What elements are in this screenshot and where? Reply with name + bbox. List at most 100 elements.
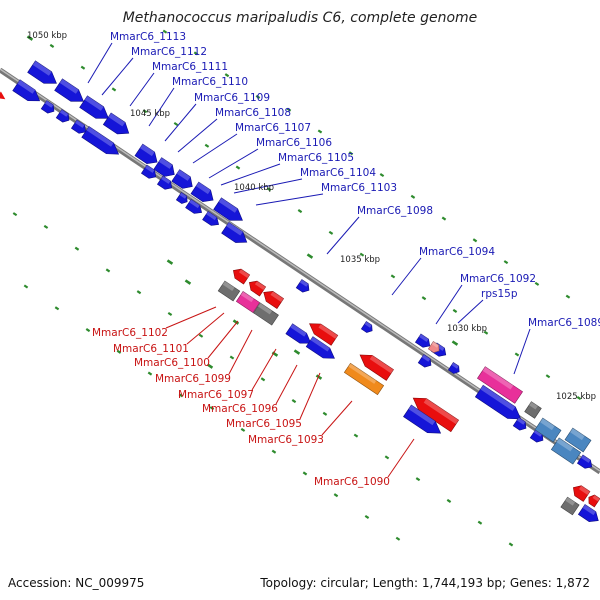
gene-arrow [81, 126, 120, 155]
scale-tick-label: 1045 kbp [130, 109, 170, 119]
gc-dot [209, 406, 215, 411]
gene-arrow [175, 192, 188, 204]
label-leader-line [387, 438, 415, 478]
gene-label-forward: rps15p [481, 288, 518, 300]
gene-label-forward: MmarC6_1108 [215, 107, 291, 119]
gene-arrow [476, 366, 524, 404]
gene-label-forward: MmarC6_1092 [460, 273, 536, 285]
gene-label-reverse: MmarC6_1101 [113, 343, 189, 355]
label-leader-line [435, 284, 463, 325]
gene-label-reverse: MmarC6_1102 [92, 327, 168, 339]
gene-arrow [232, 268, 251, 285]
label-leader-line [186, 312, 225, 345]
gene-arrow [564, 427, 592, 453]
gc-dot [240, 427, 246, 432]
gene-label-forward: MmarC6_1094 [419, 246, 495, 258]
label-leader-line [164, 103, 197, 142]
label-leader-line [321, 400, 353, 436]
gc-dot [147, 371, 153, 376]
gc-dot [503, 260, 509, 265]
gene-label-forward: MmarC6_1110 [172, 76, 248, 88]
gc-dot [390, 274, 396, 279]
gene-label-forward: MmarC6_1089 [528, 317, 600, 329]
gc-dot [85, 328, 91, 333]
gc-dot [166, 259, 174, 265]
gc-dot [235, 165, 241, 170]
gc-dot [12, 212, 18, 217]
gene-arrow [295, 279, 310, 293]
gc-dot [105, 268, 111, 273]
label-leader-line [220, 163, 281, 186]
label-leader-line [326, 216, 360, 255]
gene-label-forward: MmarC6_1106 [256, 137, 332, 149]
gc-dot [193, 51, 199, 56]
gene-label-forward: MmarC6_1098 [357, 205, 433, 217]
gene-arrow [573, 485, 591, 502]
label-leader-line [251, 348, 277, 391]
scale-tick-label: 1030 kbp [447, 324, 487, 334]
gene-label-forward: MmarC6_1107 [235, 122, 311, 134]
gc-dot [415, 477, 421, 482]
gene-arrow [343, 362, 385, 396]
gc-dot [291, 399, 297, 404]
label-leader-line [129, 72, 155, 107]
gc-dot [534, 281, 540, 286]
label-leader-line [148, 87, 175, 127]
gene-arrow [70, 119, 87, 134]
gc-dot [395, 536, 401, 541]
gc-dot [184, 279, 192, 285]
gc-dot [477, 520, 483, 525]
gc-dot [255, 94, 261, 99]
gene-arrow [79, 95, 109, 119]
gc-dot [384, 455, 390, 460]
gc-dot [162, 29, 168, 34]
gene-arrow [185, 198, 203, 214]
gene-label-reverse: MmarC6_1100 [134, 357, 210, 369]
gc-dot [328, 230, 334, 235]
gene-label-forward: MmarC6_1111 [152, 61, 228, 73]
gene-arrow [577, 504, 599, 522]
gc-dot [206, 363, 214, 369]
gc-dot [116, 349, 122, 354]
gc-dot [204, 143, 210, 148]
gene-arrow [412, 397, 460, 433]
gc-dot [173, 121, 179, 127]
gc-dot [472, 238, 478, 243]
gc-dot [359, 252, 365, 257]
label-leader-line [165, 306, 217, 329]
genome-summary-text: Topology: circular; Length: 1,744,193 bp… [260, 576, 590, 590]
label-leader-line [457, 299, 484, 324]
gene-arrow [213, 197, 243, 221]
scale-tick-label: 1040 kbp [234, 183, 274, 193]
gene-arrow [134, 143, 158, 164]
gene-arrow [248, 280, 267, 297]
gene-arrow [524, 401, 542, 419]
gc-dot [224, 73, 230, 78]
gc-dot [54, 306, 60, 311]
gene-arrow [153, 157, 175, 177]
gene-arrow [0, 91, 6, 100]
gc-dot [306, 253, 314, 259]
gene-arrow [253, 302, 279, 326]
gene-arrow [54, 78, 84, 102]
gene-arrow [560, 496, 580, 516]
gene-arrow [263, 291, 285, 309]
gene-label-forward: MmarC6_1109 [194, 92, 270, 104]
gene-arrow [235, 291, 261, 313]
gene-arrow [359, 354, 394, 381]
gene-arrow [534, 417, 562, 443]
gene-arrow [55, 109, 70, 123]
gene-label-forward: MmarC6_1105 [278, 152, 354, 164]
gene-arrow [576, 454, 593, 469]
gc-dot [232, 319, 240, 325]
gene-arrow [512, 417, 527, 431]
label-leader-line [513, 328, 531, 375]
gc-dot [23, 284, 29, 289]
gene-arrow [427, 341, 440, 353]
label-leader-line [299, 372, 321, 420]
gc-dot [441, 216, 447, 221]
label-leader-line [275, 364, 298, 405]
scale-tick-label: 1025 kbp [556, 392, 596, 402]
gene-arrow [27, 60, 57, 84]
gene-arrow [360, 321, 373, 333]
